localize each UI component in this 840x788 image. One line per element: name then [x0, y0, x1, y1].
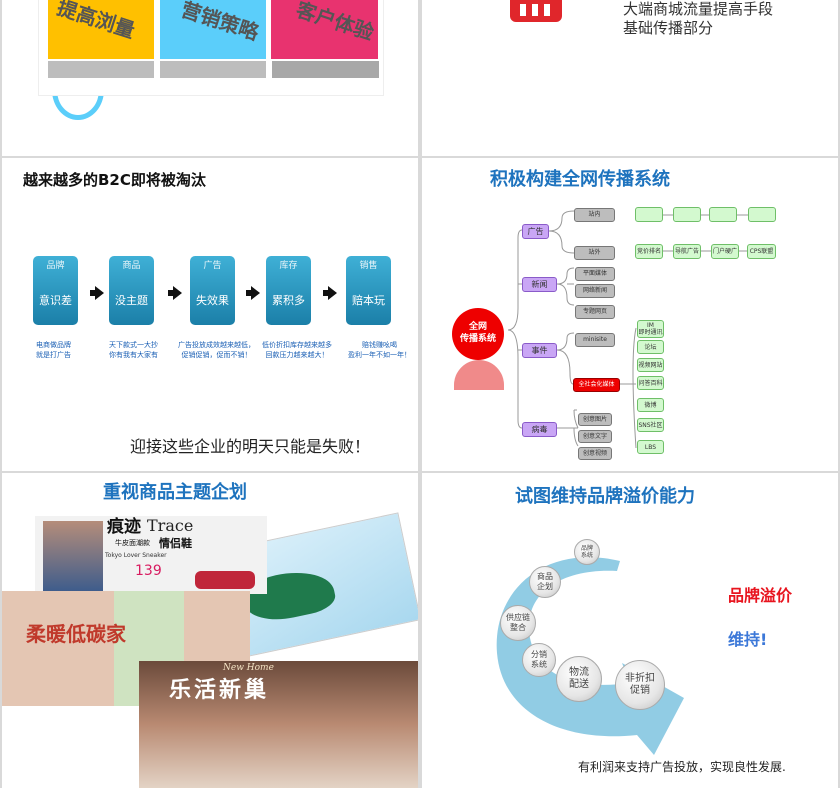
node-offsite-item: 导航广告: [673, 244, 701, 259]
caption: 赔钱赚吆喝盈利一年不如一年！: [348, 341, 411, 359]
node-minisite: minisite: [575, 333, 615, 347]
headline-brand-premium: 品牌溢价: [728, 586, 793, 605]
arrow-right-icon: [168, 286, 182, 300]
box-customer: 客户体验: [271, 0, 378, 59]
shop-icon: [510, 0, 562, 22]
card: 提高浏量 营销策略 客户体验: [38, 0, 384, 96]
empty-node: [709, 207, 737, 222]
node-news-item: 网络新闻: [575, 284, 615, 298]
node-social-item: 论坛: [637, 340, 664, 354]
node-social-item: 视频网站: [637, 358, 664, 372]
node-social-item: SNS社区: [637, 418, 664, 432]
node-news-item: 平面媒体: [575, 267, 615, 281]
node-social-media: 全社会化媒体: [573, 378, 620, 392]
footer-text: 有利润来支持广告投放，实现良性发展.: [578, 760, 786, 774]
step-distribution: 分销 系统: [522, 643, 556, 677]
flow-step-brand: 品牌意识差: [33, 256, 78, 325]
empty-node: [673, 207, 701, 222]
node-social-item: LBS: [637, 440, 664, 454]
node-event: 事件: [522, 343, 557, 358]
empty-node: [748, 207, 776, 222]
node-offsite-item: 门户硬广: [711, 244, 739, 259]
box-traffic: 提高浏量: [48, 0, 154, 59]
step-brand-system: 品牌 系统: [574, 539, 600, 565]
curved-arrow: [496, 557, 684, 755]
flow-step-inventory: 库存累积多: [266, 256, 311, 325]
conclusion-text: 迎接这些企业的明天只能是失败！: [130, 437, 371, 456]
box-marketing: 营销策略: [160, 0, 266, 59]
node-ads: 广告: [522, 224, 549, 239]
step-logistics: 物流 配送: [556, 656, 602, 702]
arrow-right-icon: [246, 286, 260, 300]
node-social-item: IM 即时通讯: [637, 320, 664, 338]
new-home-banner: New Home 乐活新巢: [139, 661, 418, 788]
couple-shoe-banner: 痕迹 Trace 牛皮面潮款 情侣鞋 Tokyo Lover Sneaker 1…: [35, 516, 267, 594]
slide-title: 积极构建全网传播系统: [490, 169, 670, 190]
node-social-item: 问答百科: [637, 376, 664, 390]
node-virus-item: 创意视频: [578, 447, 612, 460]
arrow-right-icon: [90, 286, 104, 300]
slide2-line-2: 基础传播部分: [623, 19, 714, 37]
node-offsite: 站外: [574, 246, 615, 260]
gray-bar: [48, 61, 154, 78]
slide2-line-1: 大端商城流量提高手段: [623, 0, 774, 18]
step-product-planning: 商品 企划: [529, 566, 561, 598]
caption: 电商做品牌就是打广告: [36, 341, 71, 359]
mindmap-connectors: [507, 210, 748, 449]
caption: 低价折扣库存越来越多回款压力越来越大！: [262, 341, 332, 359]
node-virus-item: 创意图片: [578, 413, 612, 426]
slide-thumbnail-2[interactable]: 大端商城流量提高手段 基础传播部分: [422, 0, 838, 156]
empty-node: [635, 207, 663, 222]
step-supply-chain: 供应链 整合: [500, 605, 536, 641]
node-news-item: 专题网页: [575, 305, 615, 319]
node-onsite: 站内: [574, 208, 615, 222]
slide-thumbnail-6[interactable]: 试图维持品牌溢价能力 品牌 系统 商品 企划 供应链 整合 分销 系统 物流 配…: [422, 473, 838, 788]
node-social-item: 微博: [637, 398, 664, 412]
slide-thumbnail-4[interactable]: 积极构建全网传播系统 全网传播系统 广告 新闻 事件 病毒 站内 站外 平面媒体…: [422, 158, 838, 471]
slide-thumbnail-3[interactable]: 越来越多的B2C即将被淘汰 品牌意识差 商品没主题 广告失效果 库存累积多 销售…: [2, 158, 418, 471]
slide-thumbnail-5[interactable]: 重视商品主题企划 痕迹 Trace 牛皮面潮款 情侣鞋 Tokyo Lover …: [2, 473, 418, 788]
node-virus-item: 创意文字: [578, 430, 612, 443]
flow-step-product: 商品没主题: [109, 256, 154, 325]
caption: 广告投放成效越来越低，促销促销，促而不销！: [178, 341, 255, 359]
node-offsite-item: CPS联盟: [747, 244, 776, 259]
step-no-discount: 非折扣 促销: [615, 660, 665, 710]
gray-bar: [272, 61, 379, 78]
gray-bar: [160, 61, 266, 78]
headline-maintain: 维持!: [728, 630, 768, 649]
center-node: 全网传播系统: [452, 308, 504, 360]
slide-title: 重视商品主题企划: [103, 482, 247, 503]
slide-title: 越来越多的B2C即将被淘汰: [23, 171, 206, 189]
slide-title: 试图维持品牌溢价能力: [515, 486, 695, 507]
node-offsite-item: 竞价排名: [635, 244, 663, 259]
node-virus: 病毒: [522, 422, 557, 437]
node-news: 新闻: [522, 277, 557, 292]
slide-thumbnail-1[interactable]: 提高浏量 营销策略 客户体验: [2, 0, 418, 156]
flow-step-sales: 销售赔本玩: [346, 256, 391, 325]
flow-step-ads: 广告失效果: [190, 256, 235, 325]
caption: 天下款式一大抄你有我有大家有: [109, 341, 158, 359]
arrow-right-icon: [323, 286, 337, 300]
